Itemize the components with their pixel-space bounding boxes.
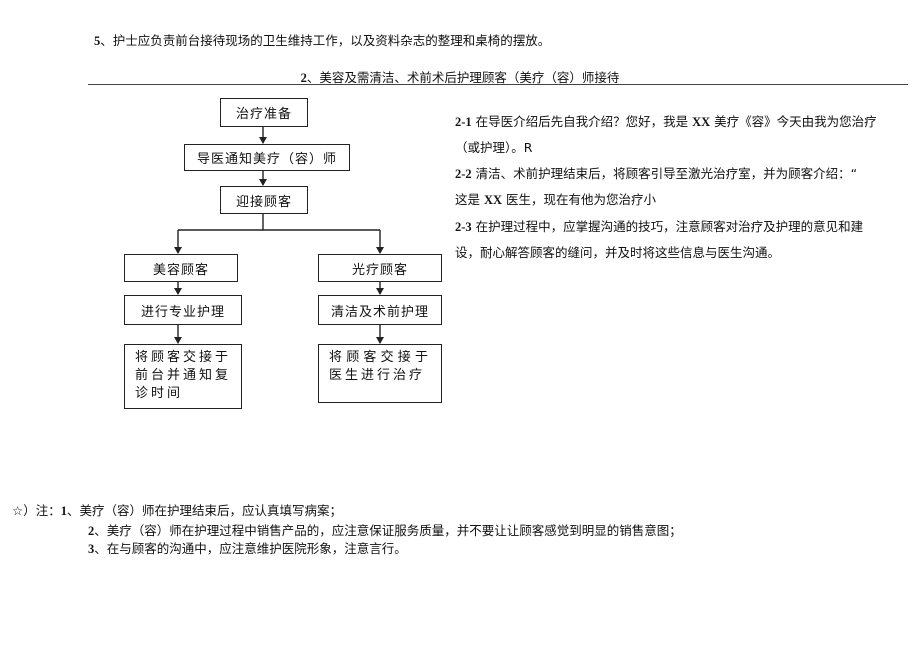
step-text: 医生，现在有他为您治疗小 bbox=[502, 192, 657, 207]
flow-box-professional-care: 进行专业护理 bbox=[124, 295, 242, 325]
step-text: 清洁、术前护理结束后，将顾客引导至激光治疗室，并为顾客介绍：“ bbox=[471, 166, 858, 181]
note-number: 1 bbox=[60, 504, 67, 518]
flow-box-laser-client: 光疗顾客 bbox=[318, 254, 442, 282]
item-5-line: 5、护士应负责前台接待现场的卫生维持工作，以及资料杂志的整理和桌椅的摆放。 bbox=[94, 30, 550, 49]
item-5-text: 、护士应负责前台接待现场的卫生维持工作，以及资料杂志的整理和桌椅的摆放。 bbox=[100, 33, 551, 48]
flow-box-notify: 导医通知美疗（容）师 bbox=[184, 144, 350, 171]
note-number: 2 bbox=[88, 524, 95, 538]
step-2-2: 2-2 清洁、术前护理结束后，将顾客引导至激光治疗室，并为顾客介绍：“ 这是 X… bbox=[455, 161, 895, 213]
flow-box-beauty-client: 美容顾客 bbox=[124, 254, 238, 282]
step-number: 2-3 bbox=[455, 220, 472, 234]
step-2-1-line-1: 2-1 在导医介绍后先自我介绍？您好，我是 XX 美疗《容》今天由我为您治疗 bbox=[455, 109, 895, 135]
step-text: 在护理过程中，应掌握沟通的技巧，注意顾客对治疗及护理的意见和建 bbox=[471, 219, 864, 234]
flow-box-prepare: 治疗准备 bbox=[220, 98, 308, 127]
note-line-2: 2、美疗（容）师在护理过程中销售产品的，应注意保证服务质量，并不要让让顾客感觉到… bbox=[88, 520, 682, 539]
flow-box-handover-doctor: 将顾客交接于医生进行治疗 bbox=[318, 344, 442, 403]
placeholder-name: XX bbox=[692, 115, 711, 129]
step-text: 这是 bbox=[455, 192, 484, 207]
step-2-1: 2-1 在导医介绍后先自我介绍？您好，我是 XX 美疗《容》今天由我为您治疗 （… bbox=[455, 109, 895, 161]
note-prefix: ☆）注： bbox=[12, 503, 61, 518]
step-2-2-line-2: 这是 XX 医生，现在有他为您治疗小 bbox=[455, 187, 895, 213]
placeholder-name: XX bbox=[483, 193, 503, 207]
section-divider bbox=[88, 84, 908, 85]
flow-box-clean-preop: 清洁及术前护理 bbox=[318, 295, 442, 325]
step-2-3: 2-3 在护理过程中，应掌握沟通的技巧，注意顾客对治疗及护理的意见和建 设，耐心… bbox=[455, 214, 895, 266]
note-text: 、美疗（容）师在护理过程中销售产品的，应注意保证服务质量，并不要让让顾客感觉到明… bbox=[94, 523, 682, 538]
step-number: 2-1 bbox=[455, 115, 472, 129]
step-2-3-line-1: 2-3 在护理过程中，应掌握沟通的技巧，注意顾客对治疗及护理的意见和建 bbox=[455, 214, 895, 240]
section-number: 2 bbox=[300, 71, 307, 85]
note-line-1: ☆）注：1、美疗（容）师在护理结束后，应认真填写病案； bbox=[12, 500, 342, 519]
step-2-1-line-2: （或护理）。R bbox=[455, 140, 533, 155]
note-number: 3 bbox=[88, 542, 95, 556]
step-2-2-line-1: 2-2 清洁、术前护理结束后，将顾客引导至激光治疗室，并为顾客介绍：“ bbox=[455, 161, 895, 187]
item-5-number: 5 bbox=[94, 34, 101, 48]
section-title-text: 、美容及需清洁、术前术后护理顾客（美疗（容）师接待 bbox=[306, 70, 620, 85]
note-text: 、美疗（容）师在护理结束后，应认真填写病案； bbox=[66, 503, 342, 518]
step-2-3-line-2: 设，耐心解答顾客的缝问，并及时将这些信息与医生沟通。 bbox=[455, 245, 781, 260]
note-text: 、在与顾客的沟通中，应注意维护医院形象，注意言行。 bbox=[94, 541, 407, 556]
flow-box-handover-front: 将顾客交接于前台并通知复诊时间 bbox=[124, 344, 242, 409]
note-line-3: 3、在与顾客的沟通中，应注意维护医院形象，注意言行。 bbox=[88, 538, 407, 557]
flow-box-welcome: 迎接顾客 bbox=[220, 186, 308, 214]
step-text: 在导医介绍后先自我介绍？您好，我是 bbox=[471, 114, 693, 129]
step-number: 2-2 bbox=[455, 167, 472, 181]
section-title: 2、美容及需清洁、术前术后护理顾客（美疗（容）师接待 bbox=[0, 67, 920, 86]
step-text: 美疗《容》今天由我为您治疗 bbox=[710, 114, 877, 129]
